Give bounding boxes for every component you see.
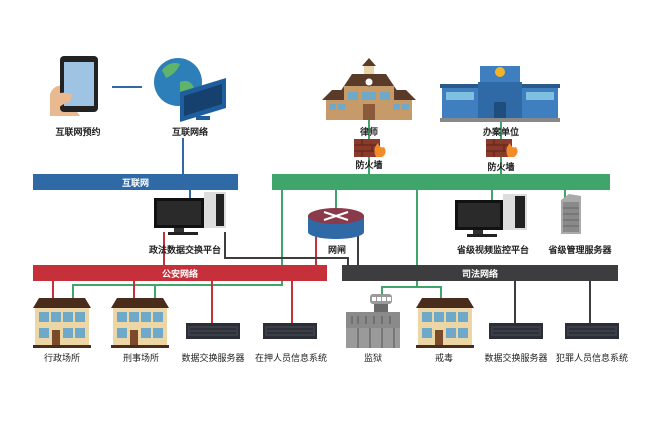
smartphone-icon <box>50 54 110 116</box>
police-exchange-server-label: 数据交换服务器 <box>181 354 245 364</box>
justice-network-bar: 司法网络 <box>342 265 618 281</box>
private-network-bar <box>272 174 610 190</box>
phone-label: 互联网预约 <box>55 128 101 138</box>
router-icon <box>306 206 366 240</box>
link-private-prison <box>381 190 418 296</box>
internet-network-bar: 互联网 <box>33 174 238 190</box>
globe-monitor-icon <box>150 52 230 124</box>
agency-label: 办案单位 <box>482 128 520 138</box>
rack-server-icon <box>489 323 543 339</box>
link-private-rehab <box>417 286 442 300</box>
police-network-bar: 公安网络 <box>33 265 327 281</box>
exchange-platform-label: 政法数据交换平台 <box>148 246 222 256</box>
link-private-sites <box>72 190 283 300</box>
internet-network-label: 互联网 <box>121 178 149 189</box>
justice-network-label: 司法网络 <box>461 269 498 280</box>
police-building-icon <box>440 64 560 122</box>
desktop-computer-icon <box>455 194 531 238</box>
justice-exchange-server-label: 数据交换服务器 <box>484 354 548 364</box>
desktop-computer-icon <box>154 192 228 236</box>
gateway-label: 网闸 <box>327 246 347 256</box>
police-network-label: 公安网络 <box>161 269 198 280</box>
building-icon <box>31 298 93 348</box>
school-building-icon <box>322 56 416 122</box>
rehab-label: 戒毒 <box>434 354 454 364</box>
prison-label: 监狱 <box>363 354 383 364</box>
tower-server-icon <box>559 194 583 236</box>
criminal-system-label: 犯罪人员信息系统 <box>555 354 629 364</box>
building-icon <box>414 298 476 348</box>
rack-server-icon <box>186 323 240 339</box>
link-exchange-justice <box>224 232 349 266</box>
building-icon <box>109 298 171 348</box>
firewall-icon <box>486 139 518 157</box>
prison-icon <box>346 294 400 348</box>
globe-label: 互联网络 <box>171 128 209 138</box>
admin-site-label: 行政场所 <box>43 354 81 364</box>
firewall1-label: 防火墙 <box>355 161 383 171</box>
rack-server-icon <box>565 323 619 339</box>
lawyer-label: 律师 <box>359 128 379 138</box>
detainee-system-label: 在押人员信息系统 <box>254 354 328 364</box>
firewall2-label: 防火墙 <box>487 163 515 173</box>
criminal-site-label: 刑事场所 <box>122 354 160 364</box>
firewall-icon <box>354 139 386 157</box>
mgmt-server-label: 省级管理服务器 <box>548 246 612 256</box>
rack-server-icon <box>263 323 317 339</box>
video-platform-label: 省级视频监控平台 <box>456 246 530 256</box>
